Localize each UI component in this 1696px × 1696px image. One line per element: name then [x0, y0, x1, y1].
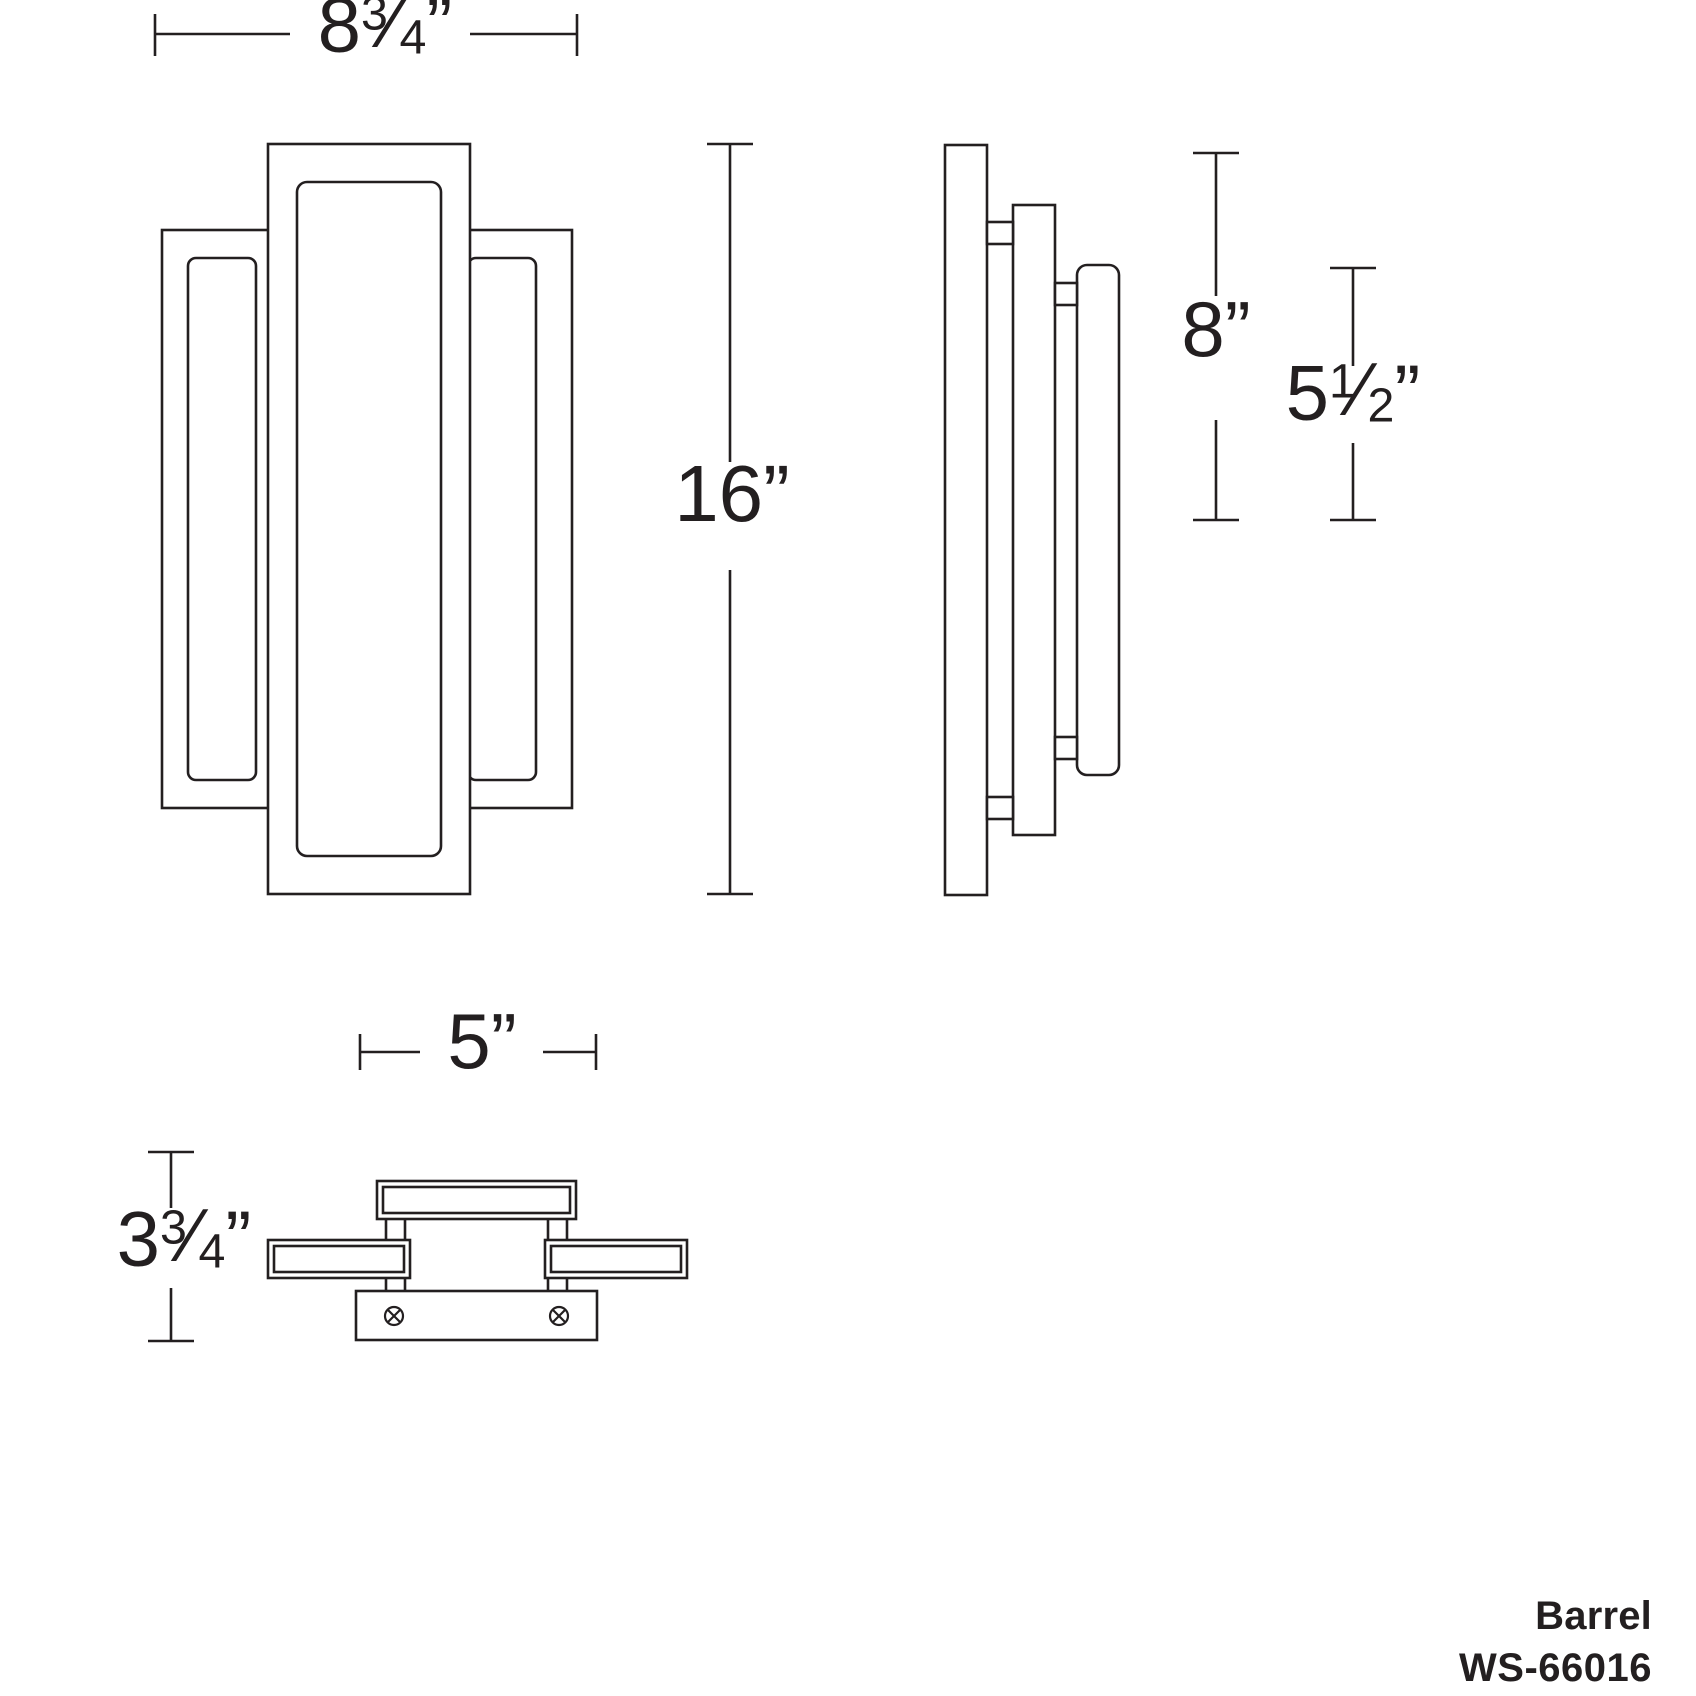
side-lower-numerator: 1: [1329, 354, 1356, 409]
plan-depth-dimension: [148, 1150, 194, 1343]
plan-right-wing-inner: [549, 1244, 683, 1274]
side-bridge-upper-front: [1053, 281, 1079, 307]
front-left-lens: [186, 256, 258, 782]
front-center-lens: [295, 180, 443, 858]
front-width-unit: ”: [426, 0, 453, 69]
side-bridge-lower-rear: [985, 795, 1015, 821]
side-bridge-lower-front: [1053, 735, 1079, 761]
plan-width-whole: 5: [447, 1000, 491, 1085]
front-width-whole: 8: [317, 0, 362, 69]
side-upper-label: 8”: [1128, 288, 1304, 371]
side-lower-denominator: 2: [1367, 378, 1395, 433]
plan-depth-slash: ⁄: [185, 1198, 199, 1277]
plan-width-label: 5”: [420, 1000, 544, 1083]
top-plan-view: [266, 1179, 689, 1342]
screw-left-icon: [383, 1305, 405, 1327]
front-height-dimension: [707, 142, 753, 896]
side-lower-label: 51⁄2”: [1218, 352, 1488, 431]
plan-depth-label: 33⁄4”: [72, 1198, 296, 1277]
side-front-plate: [1075, 263, 1121, 777]
front-height-whole: 16: [674, 452, 764, 538]
product-sku: WS-66016: [1459, 1646, 1652, 1690]
plan-far-bar-inner: [381, 1185, 572, 1215]
front-width-denominator: 4: [399, 10, 427, 65]
side-elevation-view: [943, 143, 1121, 897]
plan-left-wing-inner: [272, 1244, 406, 1274]
front-width-dimension: [153, 14, 579, 56]
front-width-slash: ⁄: [386, 0, 400, 63]
side-lower-whole: 5: [1285, 352, 1330, 437]
plan-depth-whole: 3: [116, 1198, 161, 1283]
side-upper-dimension: [1193, 151, 1239, 522]
plan-depth-unit: ”: [225, 1198, 252, 1283]
side-middle-plate: [1011, 203, 1057, 837]
plan-depth-numerator: 3: [160, 1200, 187, 1255]
front-height-label: 16”: [640, 452, 824, 537]
side-upper-unit: ”: [1224, 288, 1251, 373]
plan-width-unit: ”: [490, 1000, 517, 1085]
front-width-label: 83⁄4”: [290, 0, 480, 63]
side-wall-plate: [943, 143, 989, 897]
plan-base-screws: [383, 1305, 570, 1327]
front-elevation-view: [160, 142, 574, 896]
screw-right-icon: [548, 1305, 570, 1327]
side-lower-slash: ⁄: [1354, 352, 1368, 431]
product-name: Barrel: [1535, 1594, 1652, 1638]
front-right-lens: [466, 256, 538, 782]
side-upper-whole: 8: [1181, 288, 1225, 373]
front-center-plate: [266, 142, 472, 896]
side-lower-dimension: [1330, 266, 1376, 522]
plan-width-dimension: [358, 1034, 598, 1070]
side-lower-unit: ”: [1394, 352, 1421, 437]
plan-depth-denominator: 4: [198, 1224, 226, 1279]
front-width-numerator: 3: [361, 0, 388, 41]
side-bridge-upper-rear: [985, 220, 1015, 246]
front-height-unit: ”: [763, 452, 790, 538]
plan-base-plate: [354, 1289, 599, 1342]
